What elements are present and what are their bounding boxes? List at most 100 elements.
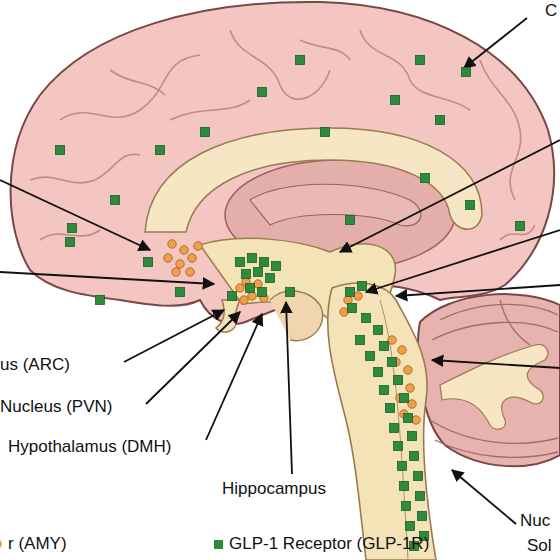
receptor-marker [260,258,269,267]
receptor-marker [346,216,355,225]
leader-arrows [0,18,560,524]
receptor-marker [286,288,295,297]
receptor-marker [346,288,355,297]
amy-marker [194,242,202,250]
receptor-marker [66,238,75,247]
amy-marker [254,280,262,288]
receptor-marker [258,88,267,97]
receptor-marker [366,352,375,361]
receptor-marker [68,224,77,233]
legend-swatch [0,539,2,549]
receptor-marker [380,386,389,395]
receptor-marker [516,222,525,231]
region-label: C [545,1,557,21]
receptor-marker [400,482,409,491]
receptor-marker [228,292,237,301]
fornix [250,184,421,226]
receptor-marker [462,68,471,77]
receptor-marker [410,452,419,461]
region-label: Sol [527,536,552,556]
amy-marker [248,292,256,300]
legend-item: GLP-1 Receptor (GLP-1R) [214,534,429,554]
receptor-marker [266,274,275,283]
receptor-marker [254,268,263,277]
receptor-marker [388,358,397,367]
amy-marker [186,268,194,276]
receptor-marker [404,414,413,423]
receptor-marker [374,326,383,335]
receptor-marker [391,96,400,105]
receptor-marker [394,442,403,451]
brainstem-line [380,300,408,560]
receptor-marker [380,342,389,351]
receptor-marker [356,336,365,345]
amy-marker [168,240,176,248]
receptor-marker [418,512,427,521]
receptor-marker [242,270,251,279]
region-label: Hypothalamus (DMH) [8,437,171,457]
amy-marker [406,384,414,392]
receptor-marker [402,502,411,511]
receptor-marker [386,404,395,413]
legend-item: r (AMY) [0,534,67,554]
amy-marker [408,400,416,408]
amy-marker [176,260,184,268]
amy-marker [344,296,352,304]
legend-swatch [214,540,223,549]
brainstem [328,283,436,560]
receptor-marker [394,376,403,385]
receptor-marker [56,146,65,155]
amy-marker [164,254,172,262]
gyri-lines [30,30,535,240]
receptor-marker [408,432,417,441]
receptor-marker [176,288,185,297]
receptor-marker [258,288,267,297]
receptor-marker [398,462,407,471]
amy-marker [180,246,188,254]
region-label: Hippocampus [222,479,326,499]
receptor-marker [421,174,430,183]
receptor-marker [400,394,409,403]
receptor-marker [296,56,305,65]
receptor-marker [416,56,425,65]
receptor-marker [416,492,425,501]
amy-marker [388,336,396,344]
receptor-marker [374,368,383,377]
receptor-marker [321,128,330,137]
cerebellum-folds [430,300,558,457]
receptor-marker [111,196,120,205]
amy-marker [340,308,348,316]
hippocampus-shape [270,291,323,341]
receptor-marker [358,282,367,291]
receptor-marker [248,254,257,263]
amy-marker [236,284,244,292]
amy-marker [172,268,180,276]
corpus-callosum [145,128,482,232]
cerebellum [418,294,560,466]
amy-marker [354,292,362,300]
legend-text: GLP-1 Receptor (GLP-1R) [229,534,429,554]
receptor-markers [56,56,525,551]
cerebellum-white-matter [440,344,548,429]
receptor-marker [144,258,153,267]
receptor-marker [362,314,371,323]
receptor-marker [348,304,357,313]
amy-marker [188,254,196,262]
legend-text: r (AMY) [8,534,67,554]
receptor-marker [96,296,105,305]
receptor-marker [201,128,210,137]
receptor-marker [436,116,445,125]
amy-marker [394,376,402,384]
receptor-marker [390,424,399,433]
receptor-marker [406,522,415,531]
amy-marker [240,296,248,304]
receptor-marker [156,146,165,155]
region-label: Nucleus (PVN) [0,397,112,417]
receptor-marker [236,258,245,267]
amy-marker [404,366,412,374]
amy-marker [398,346,406,354]
amy-marker [412,416,420,424]
receptor-marker [414,472,423,481]
